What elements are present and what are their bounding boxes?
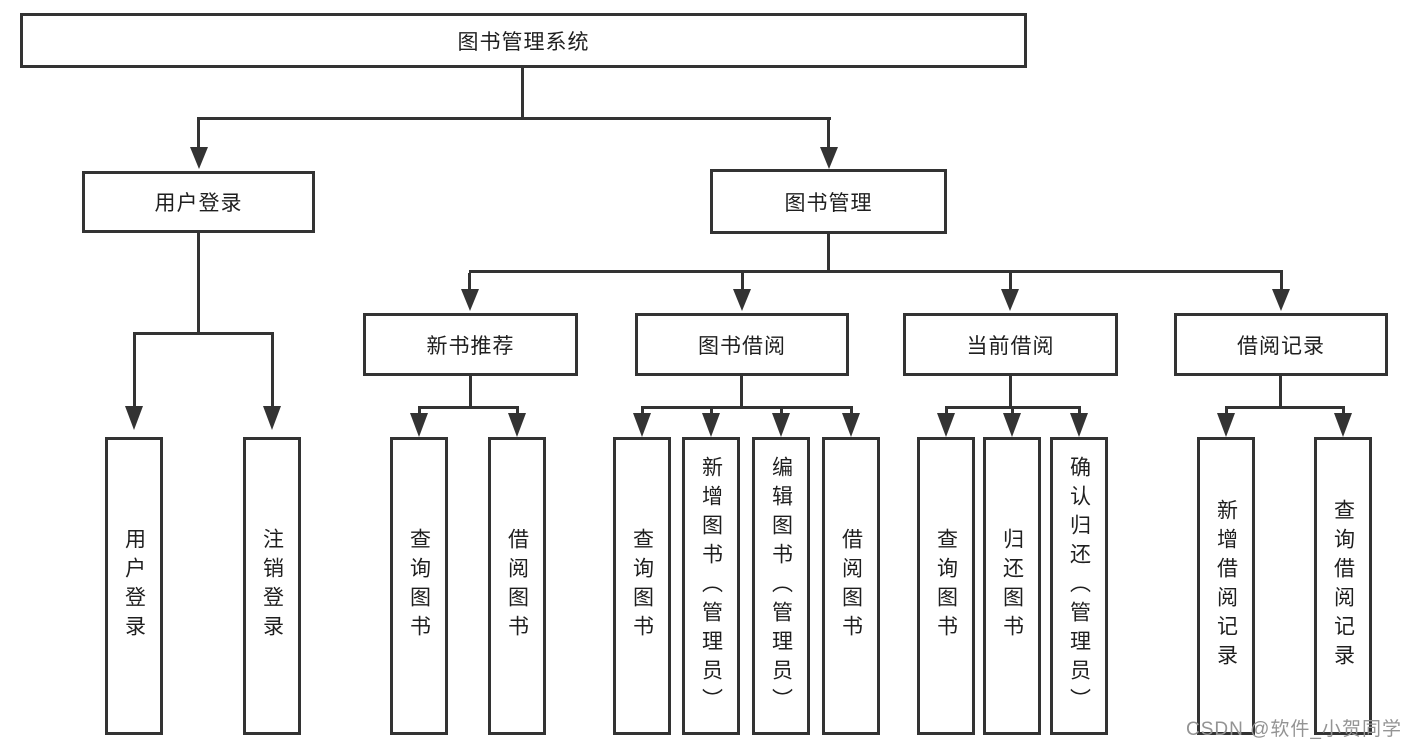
leaf-label: 归还图书 bbox=[1000, 528, 1024, 644]
connector-line bbox=[133, 335, 136, 407]
connector-line bbox=[945, 409, 948, 415]
arrow-down-icon bbox=[733, 289, 751, 311]
connector-line bbox=[641, 409, 644, 415]
node-label: 新书推荐 bbox=[426, 334, 515, 358]
node-book-borrowing: 图书借阅 bbox=[635, 313, 849, 376]
arrow-down-icon bbox=[1272, 289, 1290, 311]
connector-line bbox=[133, 332, 274, 335]
connector-line bbox=[1009, 273, 1012, 291]
arrow-down-icon bbox=[842, 413, 860, 437]
leaf-label: 注销登录 bbox=[260, 528, 284, 644]
node-label: 图书管理 bbox=[784, 191, 873, 215]
leaf-label: 用户登录 bbox=[122, 528, 146, 644]
leaf-recommend-query-books: 查询图书 bbox=[390, 437, 448, 735]
arrow-down-icon bbox=[1070, 413, 1088, 437]
leaf-recommend-borrow-books: 借阅图书 bbox=[488, 437, 546, 735]
leaf-user-login: 用户登录 bbox=[105, 437, 163, 735]
leaf-label: 查询借阅记录 bbox=[1331, 499, 1355, 673]
connector-line bbox=[710, 409, 713, 415]
connector-line bbox=[468, 273, 471, 291]
connector-line bbox=[827, 234, 830, 272]
connector-line bbox=[1225, 409, 1228, 415]
node-book-management: 图书管理 bbox=[710, 169, 947, 234]
arrow-down-icon bbox=[190, 147, 208, 169]
arrow-down-icon bbox=[125, 406, 143, 430]
arrow-down-icon bbox=[263, 406, 281, 430]
connector-line bbox=[418, 409, 421, 415]
node-library-management-system: 图书管理系统 bbox=[20, 13, 1027, 68]
arrow-down-icon bbox=[1001, 289, 1019, 311]
node-label: 图书借阅 bbox=[698, 334, 786, 358]
arrow-down-icon bbox=[820, 147, 838, 169]
connector-line bbox=[1279, 376, 1282, 408]
leaf-edit-books-admin: 编辑图书（管理员） bbox=[752, 437, 810, 735]
arrow-down-icon bbox=[1334, 413, 1352, 437]
connector-line bbox=[271, 335, 274, 407]
connector-line bbox=[1225, 406, 1345, 409]
node-user-login: 用户登录 bbox=[82, 171, 315, 233]
connector-line bbox=[521, 68, 524, 120]
connector-line bbox=[197, 117, 831, 120]
leaf-label: 确认归还（管理员） bbox=[1067, 455, 1091, 717]
arrow-down-icon bbox=[772, 413, 790, 437]
leaf-label: 编辑图书（管理员） bbox=[769, 455, 793, 717]
node-label: 图书管理系统 bbox=[457, 30, 590, 54]
connector-line bbox=[469, 270, 1283, 273]
node-new-book-recommend: 新书推荐 bbox=[363, 313, 578, 376]
arrow-down-icon bbox=[702, 413, 720, 437]
connector-line bbox=[1280, 273, 1283, 291]
arrow-down-icon bbox=[633, 413, 651, 437]
connector-line bbox=[1011, 409, 1014, 415]
leaf-add-books-admin: 新增图书（管理员） bbox=[682, 437, 740, 735]
arrow-down-icon bbox=[410, 413, 428, 437]
connector-line bbox=[641, 406, 853, 409]
leaf-borrow-books: 借阅图书 bbox=[822, 437, 880, 735]
leaf-borrowing-query-books: 查询图书 bbox=[613, 437, 671, 735]
node-label: 用户登录 bbox=[154, 192, 243, 215]
arrow-down-icon bbox=[461, 289, 479, 311]
leaf-label: 新增图书（管理员） bbox=[699, 455, 723, 717]
arrow-down-icon bbox=[937, 413, 955, 437]
arrow-down-icon bbox=[1003, 413, 1021, 437]
connector-line bbox=[740, 376, 743, 408]
connector-line bbox=[197, 120, 200, 148]
node-label: 当前借阅 bbox=[966, 334, 1055, 358]
connector-line bbox=[1009, 376, 1012, 408]
connector-line bbox=[418, 406, 519, 409]
leaf-label: 查询图书 bbox=[407, 528, 431, 644]
leaf-label: 借阅图书 bbox=[839, 528, 863, 644]
connector-line bbox=[469, 376, 472, 408]
leaf-return-books: 归还图书 bbox=[983, 437, 1041, 735]
arrow-down-icon bbox=[508, 413, 526, 437]
arrow-down-icon bbox=[1217, 413, 1235, 437]
leaf-current-query-books: 查询图书 bbox=[917, 437, 975, 735]
leaf-label: 查询图书 bbox=[934, 528, 958, 644]
node-borrowing-records: 借阅记录 bbox=[1174, 313, 1388, 376]
connector-line bbox=[780, 409, 783, 415]
leaf-logout: 注销登录 bbox=[243, 437, 301, 735]
leaf-confirm-return-admin: 确认归还（管理员） bbox=[1050, 437, 1108, 735]
connector-line bbox=[827, 120, 830, 148]
connector-line bbox=[1078, 409, 1081, 415]
node-current-borrowing: 当前借阅 bbox=[903, 313, 1118, 376]
csdn-watermark: CSDN @软件_小贺同学 bbox=[1186, 719, 1402, 740]
node-label: 借阅记录 bbox=[1237, 334, 1325, 358]
connector-line bbox=[945, 406, 1081, 409]
leaf-query-borrow-record: 查询借阅记录 bbox=[1314, 437, 1372, 735]
connector-line bbox=[516, 409, 519, 415]
leaf-label: 新增借阅记录 bbox=[1214, 499, 1238, 673]
leaf-label: 借阅图书 bbox=[505, 528, 529, 644]
connector-line bbox=[197, 233, 200, 335]
connector-line bbox=[1342, 409, 1345, 415]
connector-line bbox=[850, 409, 853, 415]
connector-line bbox=[741, 273, 744, 291]
leaf-add-borrow-record: 新增借阅记录 bbox=[1197, 437, 1255, 735]
leaf-label: 查询图书 bbox=[630, 528, 654, 644]
